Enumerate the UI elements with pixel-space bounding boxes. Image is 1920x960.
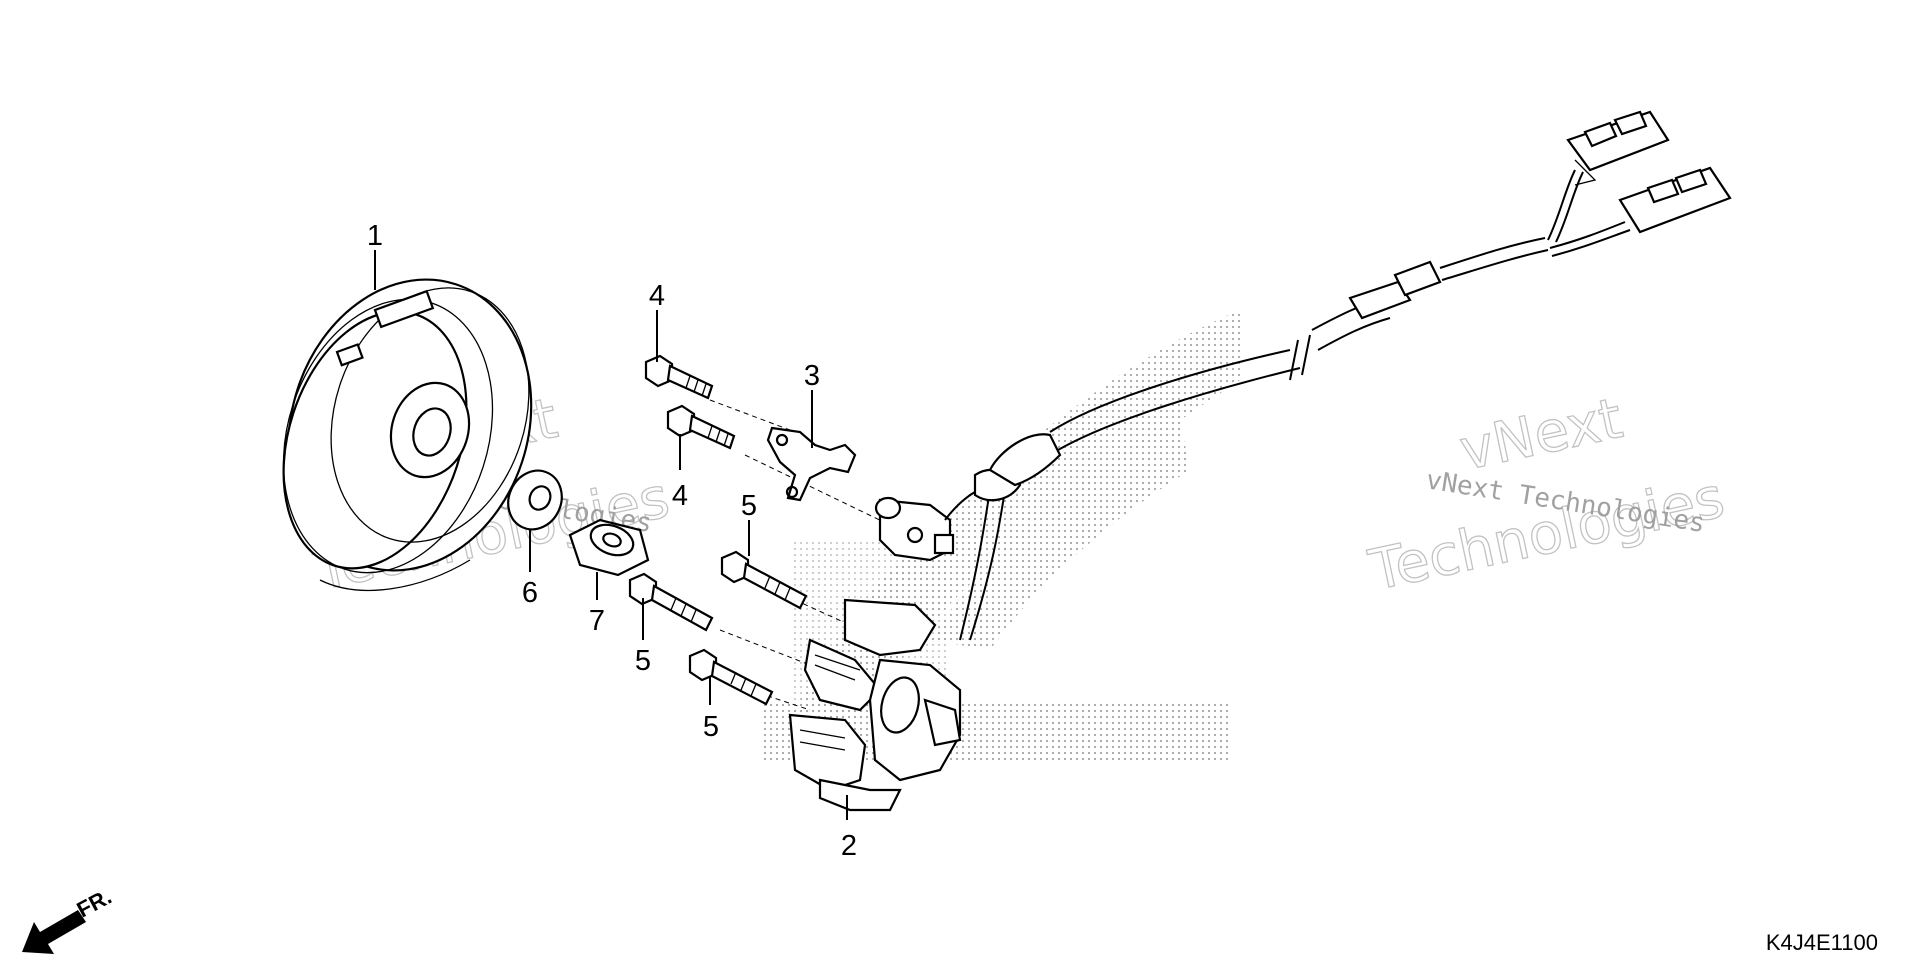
callout-4-lower: 4 (672, 480, 688, 512)
arrow-down-left-icon (22, 910, 86, 954)
callout-5-top: 5 (741, 490, 757, 522)
wire-harness (944, 169, 1631, 641)
leader-lines (374, 250, 848, 820)
wire-clamp-part[interactable] (766, 426, 857, 502)
callout-6: 6 (522, 577, 538, 609)
callout-2: 2 (841, 830, 857, 862)
bolt-5-middle[interactable] (628, 572, 714, 632)
bolt-4-upper[interactable] (644, 354, 714, 400)
callout-3: 3 (804, 360, 820, 392)
callout-5-bottom: 5 (703, 711, 719, 743)
flywheel-part[interactable] (250, 248, 568, 602)
watermark-big-2a: vNext (1454, 386, 1628, 484)
nut-part[interactable] (568, 518, 650, 577)
pulser-sensor[interactable] (874, 496, 955, 562)
front-direction-indicator: FR. (22, 884, 116, 954)
bolt-5-bottom[interactable] (688, 648, 774, 706)
callout-7: 7 (589, 605, 605, 637)
bolt-4-lower[interactable] (666, 404, 736, 450)
callout-4-upper: 4 (649, 280, 665, 312)
washer-part[interactable] (499, 462, 571, 538)
callout-5-middle: 5 (635, 645, 651, 677)
diagram-code: K4J4E1100 (1766, 930, 1878, 955)
callout-labels: 1 2 3 4 4 5 5 5 6 7 (367, 220, 857, 862)
callout-1: 1 (367, 220, 383, 252)
stator-part[interactable] (788, 598, 962, 812)
connector-lower[interactable] (1618, 166, 1732, 234)
bolt-5-top[interactable] (720, 550, 808, 610)
connector-upper[interactable] (1566, 110, 1670, 186)
